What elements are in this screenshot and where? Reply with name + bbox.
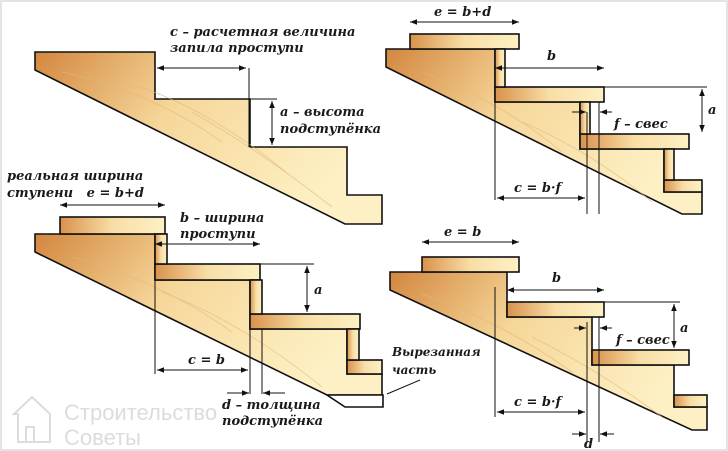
tread-2 xyxy=(506,301,605,318)
label-a: a xyxy=(314,283,322,298)
house-icon xyxy=(11,395,51,443)
diagram-1-stringer: c – расчетная величина запила проступи a… xyxy=(34,25,383,225)
label-cut-2: часть xyxy=(392,363,436,377)
tread-3 xyxy=(591,349,690,366)
label-b: b – ширина xyxy=(180,211,264,226)
diagram-4-stringer: e = b b a f – свес c = b·f d xyxy=(389,225,708,451)
cut-part xyxy=(324,394,384,408)
label-d: d – толщина xyxy=(222,398,321,413)
label-e: e = b+d xyxy=(434,5,491,20)
label-a: a xyxy=(680,321,688,336)
label-c: c = b·f xyxy=(514,181,563,196)
riser-2 xyxy=(249,279,263,315)
diagram-3-stringer: e = b+d b a f – свес c = b·f xyxy=(385,5,716,215)
label-c: c – расчетная величина xyxy=(170,25,355,40)
tread-2 xyxy=(494,86,605,103)
label-f: f – свес xyxy=(615,333,670,348)
tread-4 xyxy=(346,359,383,375)
wood-grain xyxy=(421,71,653,203)
label-e: реальная ширина xyxy=(7,169,143,184)
diagram-2-stringer: реальная ширина ступени e = b+d b – шири… xyxy=(7,169,481,429)
label-f: f – свес xyxy=(613,117,668,132)
tread-1 xyxy=(409,33,520,50)
watermark-line-2: Советы xyxy=(64,425,141,450)
label-a: a – высота xyxy=(280,105,365,120)
riser-2 xyxy=(579,101,591,135)
tread-3 xyxy=(579,133,690,150)
tread-3 xyxy=(249,313,361,330)
watermark: Строительство Советы xyxy=(11,395,217,450)
tread-4 xyxy=(663,179,703,193)
label-cut: Вырезанная xyxy=(391,345,481,359)
label-a: a xyxy=(708,103,716,118)
label-c: c = b xyxy=(188,353,225,368)
riser-3 xyxy=(663,148,675,181)
tread-1 xyxy=(59,216,166,235)
label-c-2: запила проступи xyxy=(170,41,304,56)
tread-4 xyxy=(673,394,708,408)
wood-grain xyxy=(61,71,333,208)
riser-1 xyxy=(154,233,168,265)
tread-1 xyxy=(421,256,520,273)
label-d: d xyxy=(584,437,593,451)
label-c: c = b·f xyxy=(514,395,563,410)
wood-grain xyxy=(71,256,323,388)
label-a-2: подступёнка xyxy=(280,122,381,137)
label-b: b xyxy=(552,271,561,286)
riser-3 xyxy=(346,328,360,361)
tread-2 xyxy=(154,263,261,281)
label-e-2: ступени e = b+d xyxy=(7,186,144,201)
watermark-line-1: Строительство xyxy=(64,400,217,425)
leader-line xyxy=(386,379,421,395)
label-b: b xyxy=(547,49,556,64)
label-d-2: подступёнка xyxy=(222,414,323,429)
label-e: e = b xyxy=(444,225,481,240)
stringer-board xyxy=(34,51,383,225)
label-b-2: проступи xyxy=(180,227,256,242)
